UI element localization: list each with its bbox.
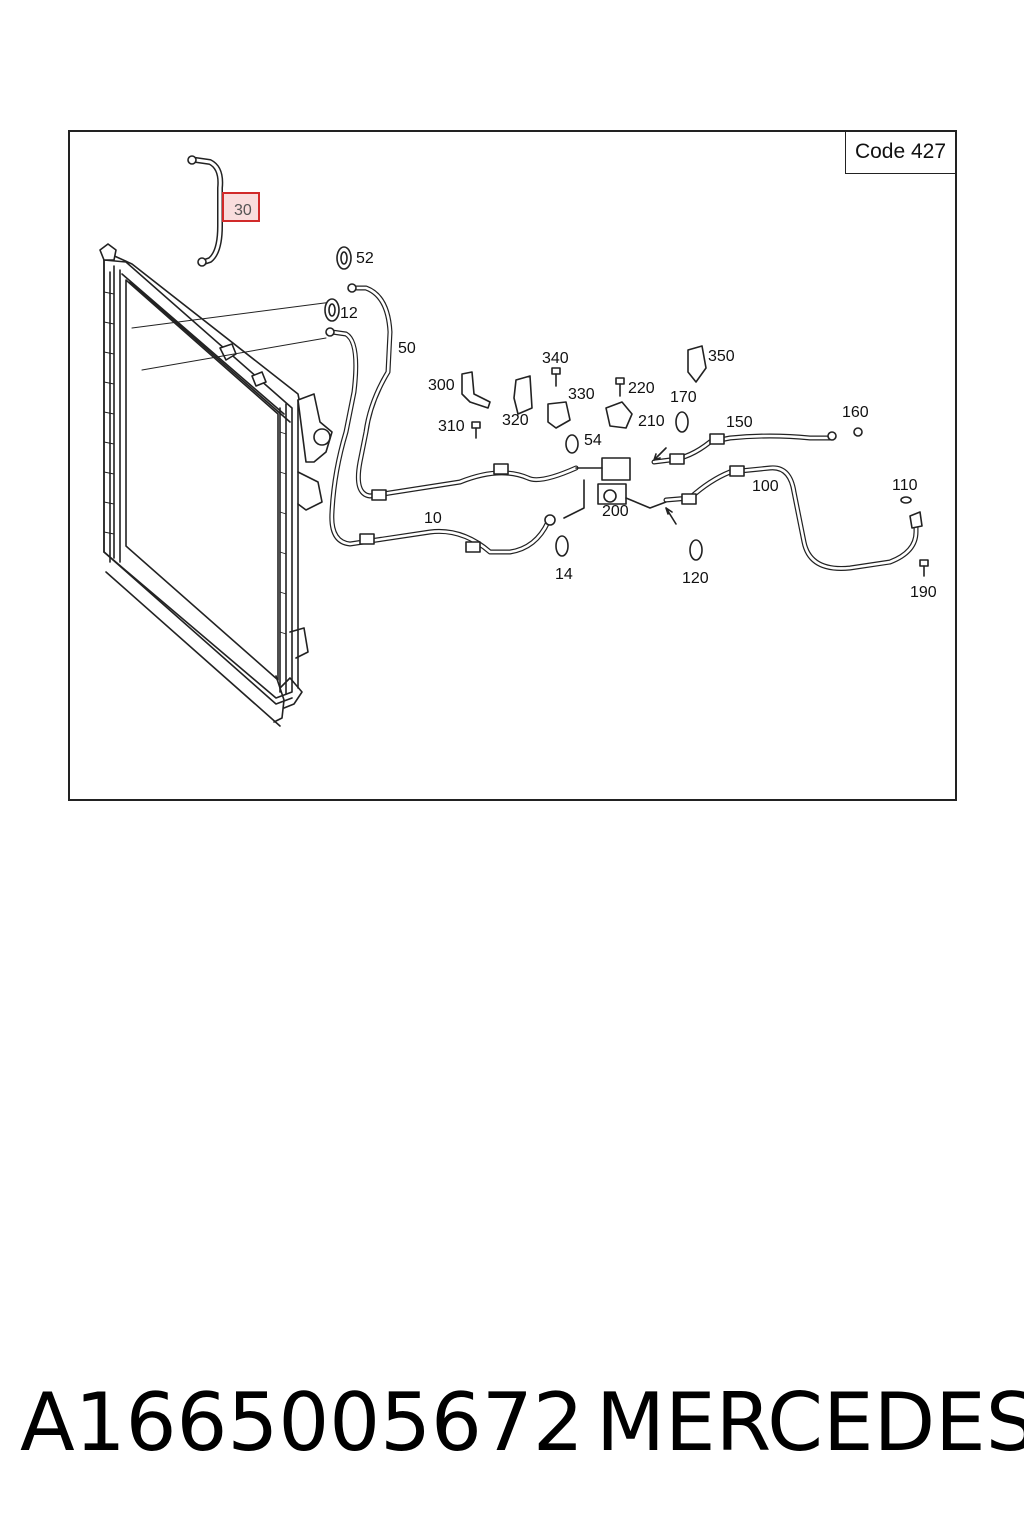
highlighted-part-box[interactable]: [222, 192, 260, 222]
bolt-310: [471, 421, 481, 439]
brand-name: MERCEDES: [596, 1376, 1024, 1469]
bracket-350: [687, 345, 707, 383]
diagram-drawing: [99, 155, 929, 727]
part-label-14[interactable]: 14: [555, 566, 573, 583]
pipe-10: [325, 327, 556, 555]
part-label-12[interactable]: 12: [340, 305, 358, 322]
part-label-52[interactable]: 52: [356, 250, 374, 267]
part-label-30[interactable]: 30: [234, 202, 252, 219]
pipe-50: [347, 283, 579, 501]
radiator: [99, 243, 333, 727]
part-label-340[interactable]: 340: [542, 350, 569, 367]
part-label-300[interactable]: 300: [428, 377, 455, 394]
pipe-30: [187, 155, 224, 267]
part-label-10[interactable]: 10: [424, 510, 442, 527]
part-label-220[interactable]: 220: [628, 380, 655, 397]
part-label-110[interactable]: 110: [892, 477, 918, 494]
bracket-320: [513, 375, 533, 415]
bracket-330: [547, 401, 571, 429]
expansion-valve-200: [563, 457, 667, 519]
part-label-190[interactable]: 190: [910, 584, 937, 601]
part-label-310[interactable]: 310: [438, 418, 465, 435]
bolt-220: [615, 377, 625, 397]
part-label-210[interactable]: 210: [638, 413, 665, 430]
part-label-54[interactable]: 54: [584, 432, 602, 449]
bolt-190: [919, 559, 929, 577]
part-label-200[interactable]: 200: [602, 503, 629, 520]
part-label-150[interactable]: 150: [726, 414, 753, 431]
pipe-100: [663, 465, 923, 571]
part-label-50[interactable]: 50: [398, 340, 416, 357]
part-label-160[interactable]: 160: [842, 404, 869, 421]
part-label-120[interactable]: 120: [682, 570, 709, 587]
part-label-330[interactable]: 330: [568, 386, 595, 403]
part-number: A1665005672: [20, 1376, 584, 1469]
part-label-170[interactable]: 170: [670, 389, 697, 406]
parts-diagram: Code 427 30 52 12 50 300 340 330 220 350…: [68, 130, 957, 801]
code-label: Code 427: [845, 132, 955, 174]
bracket-300: [461, 371, 491, 409]
bracket-210: [605, 401, 633, 429]
part-label-100[interactable]: 100: [752, 478, 779, 495]
part-label-350[interactable]: 350: [708, 348, 735, 365]
pipe-150: [651, 427, 863, 465]
part-label-320[interactable]: 320: [502, 412, 529, 429]
bolt-340: [551, 367, 561, 387]
